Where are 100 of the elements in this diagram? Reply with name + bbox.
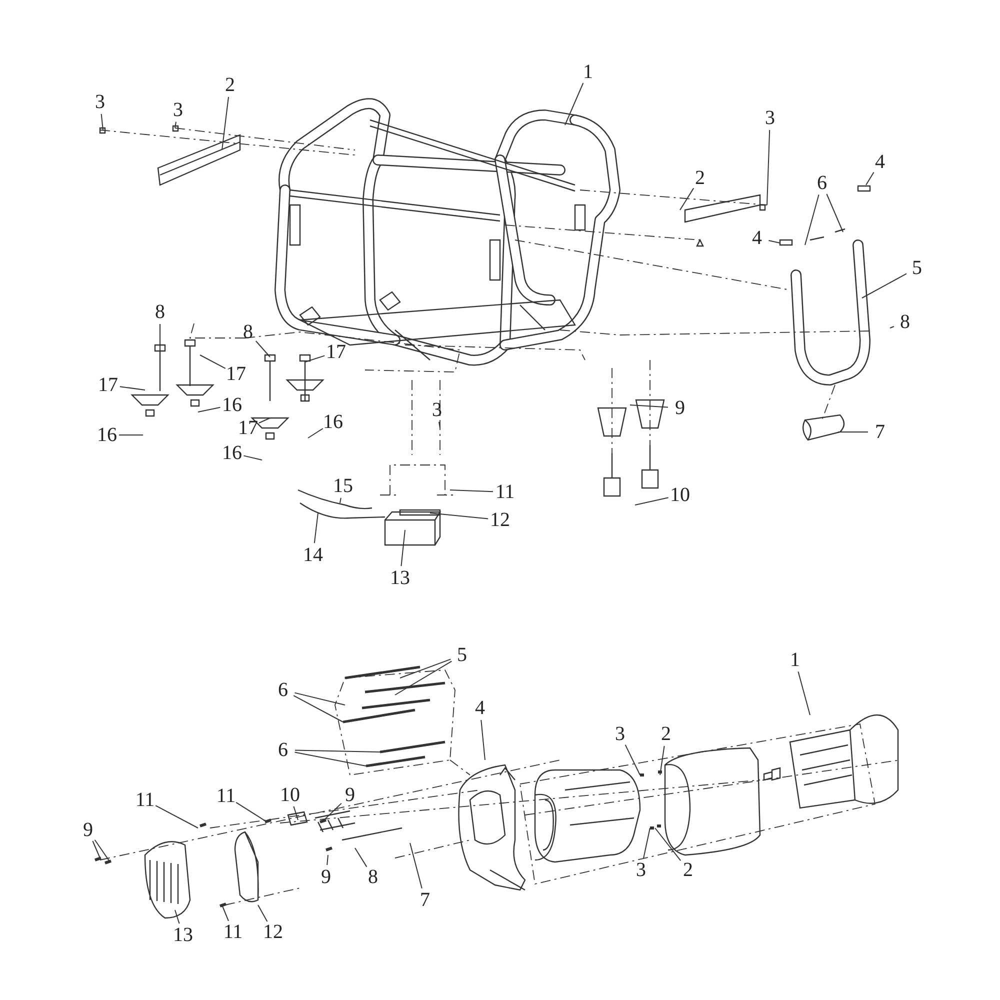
callout-number: 8 [899,312,911,332]
callout-number: 11 [134,790,156,810]
leader-line [450,490,494,492]
leader-line [236,802,268,822]
callout-number: 9 [674,398,686,418]
callout-number: 2 [694,168,706,188]
leader-line [294,692,346,706]
leader-line [322,802,342,822]
callout-number: 4 [874,152,886,172]
callout-number: 17 [237,418,259,438]
callout-number: 7 [874,422,886,442]
callout-number: 12 [489,510,511,530]
leader-line [222,96,229,150]
callout-number: 17 [97,375,119,395]
callout-number: 3 [635,860,647,880]
callout-number: 8 [242,322,254,342]
callout-number: 9 [82,820,94,840]
leader-line [174,910,180,924]
leader-line [314,512,318,544]
leader-line [400,530,406,567]
leader-line [564,82,584,126]
leader-line [92,840,100,858]
callout-number: 15 [332,476,354,496]
callout-number: 6 [816,173,828,193]
leader-line [624,744,640,776]
callout-number: 12 [262,922,284,942]
leader-line [680,188,694,210]
leader-line [155,805,198,828]
callout-number: 16 [96,425,118,445]
callout-number: 17 [325,342,347,362]
leader-line [654,828,682,862]
callout-number: 2 [660,724,672,744]
callout-number: 11 [215,786,237,806]
leader-line [766,130,770,206]
leader-line [293,695,344,722]
callout-number: 13 [172,925,194,945]
leader-line [430,512,489,520]
leader-line [255,340,270,358]
callout-number: 5 [456,645,468,665]
leader-line [258,904,268,922]
leader-line [294,750,380,752]
callout-number: 3 [94,92,106,112]
callout-number: 6 [277,740,289,760]
callout-number: 14 [302,545,324,565]
callout-number: 4 [474,698,486,718]
leader-line [258,418,270,424]
callout-number: 13 [389,568,411,588]
callout-number: 11 [222,922,244,942]
callout-number: 4 [751,228,763,248]
callout-number: 3 [172,100,184,120]
leader-line [630,404,668,408]
callout-number: 2 [682,860,694,880]
callout-number: 8 [367,867,379,887]
callout-number: 9 [320,867,332,887]
callout-number: 8 [154,302,166,322]
leader-line [198,406,221,412]
leader-line [866,172,874,186]
callout-number: 3 [431,400,443,420]
callout-number: 16 [221,395,243,415]
leader-line [94,839,110,862]
leader-line [222,904,229,922]
leader-line [304,355,326,362]
leader-line [326,854,328,866]
callout-number: 9 [344,785,356,805]
leader-line [660,745,665,776]
leader-line [400,658,452,678]
callout-number: 3 [614,724,626,744]
leader-line [826,194,844,232]
leader-line [354,848,368,868]
callout-number: 10 [279,785,301,805]
callout-number: 7 [419,890,431,910]
callout-number: 1 [789,650,801,670]
callout-number: 2 [224,75,236,95]
leader-line [118,434,144,436]
leader-line [804,194,820,246]
leader-line [308,428,324,438]
leader-line [174,121,176,128]
leader-line [480,719,486,760]
leader-line [200,354,226,369]
callout-number: 1 [582,62,594,82]
callout-number: 17 [225,364,247,384]
leader-line [643,828,650,859]
callout-number: 5 [911,258,923,278]
leader-line [394,660,452,696]
leader-line [798,671,810,716]
leader-line [100,113,104,130]
leader-line [293,806,298,820]
leader-line [890,326,894,328]
callout-number: 10 [669,485,691,505]
callout-number: 3 [764,108,776,128]
leader-line [119,386,146,390]
callout-number: 16 [221,443,243,463]
leader-line [634,497,669,506]
callout-number: 11 [494,482,516,502]
leader-line [438,421,440,428]
callout-number: 16 [322,412,344,432]
leader-line [243,455,262,460]
leader-line [410,842,422,889]
leader-line [294,752,366,766]
leader-line [768,240,780,244]
